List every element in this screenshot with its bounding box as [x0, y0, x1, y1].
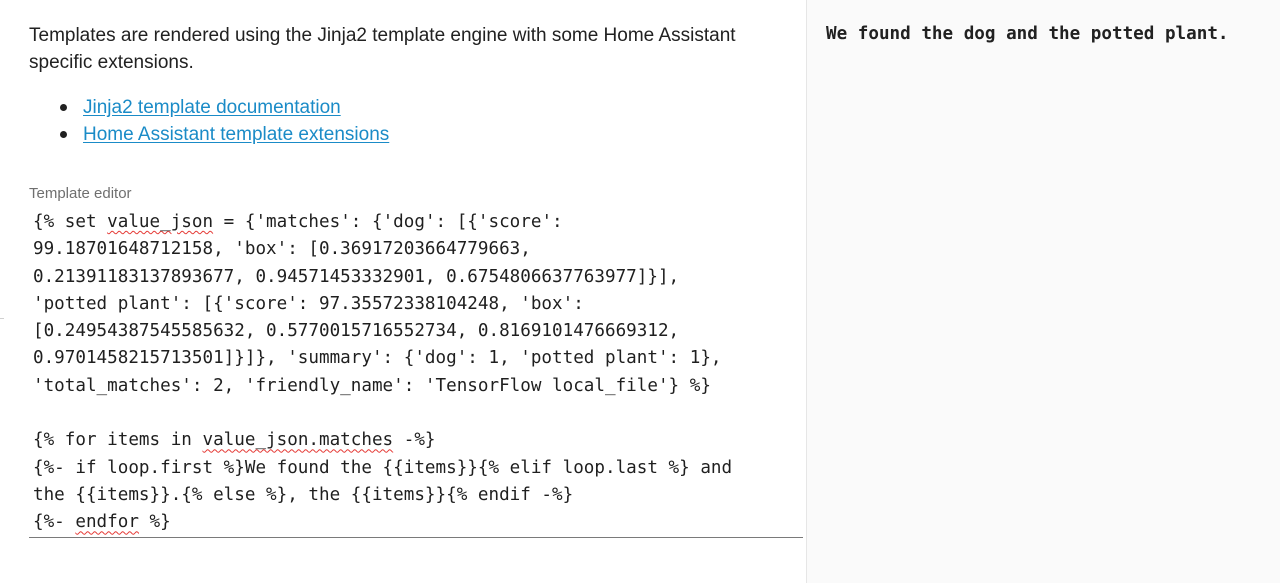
- ha-extensions-link[interactable]: Home Assistant template extensions: [83, 124, 390, 145]
- code-line: {% set value_json = {'matches': {'dog': …: [33, 212, 563, 232]
- divider: [0, 318, 4, 319]
- template-editor-label: Template editor: [29, 185, 132, 202]
- spellcheck-word: value_json.matches: [202, 430, 394, 451]
- template-editor[interactable]: {% set value_json = {'matches': {'dog': …: [29, 209, 803, 538]
- code-line: 'potted plant': [{'score': 97.3557233810…: [33, 293, 584, 314]
- code-line: 'total_matches': 2, 'friendly_name': 'Te…: [33, 375, 711, 396]
- code-line: [0.24954387545585632, 0.5770015716552734…: [33, 321, 680, 342]
- doc-link-item: Jinja2 template documentation: [29, 94, 389, 121]
- code-line: {%- if loop.first %}We found the {{items…: [33, 457, 733, 478]
- code-line: {% for items in value_json.matches -%}: [33, 430, 436, 451]
- code-line: 0.21391183137893677, 0.94571453332901, 0…: [33, 266, 680, 287]
- code-line: 99.18701648712158, 'box': [0.36917203664…: [33, 239, 531, 260]
- rendered-result: We found the dog and the potted plant.: [826, 24, 1229, 44]
- template-card: Templates are rendered using the Jinja2 …: [29, 0, 807, 583]
- doc-link-item: Home Assistant template extensions: [29, 121, 389, 148]
- spellcheck-word: endfor: [75, 512, 139, 533]
- code-line: 0.9701458215713501]}]}, 'summary': {'dog…: [33, 348, 722, 369]
- intro-text: Templates are rendered using the Jinja2 …: [29, 25, 736, 73]
- spellcheck-word: value_json: [107, 212, 214, 232]
- jinja2-docs-link[interactable]: Jinja2 template documentation: [83, 97, 341, 118]
- code-line: the {{items}}.{% else %}, the {{items}}{…: [33, 484, 574, 505]
- template-code[interactable]: {% set value_json = {'matches': {'dog': …: [29, 209, 803, 537]
- code-line: {%- endfor %}: [33, 512, 171, 533]
- doc-links-list: Jinja2 template documentation Home Assis…: [29, 94, 389, 148]
